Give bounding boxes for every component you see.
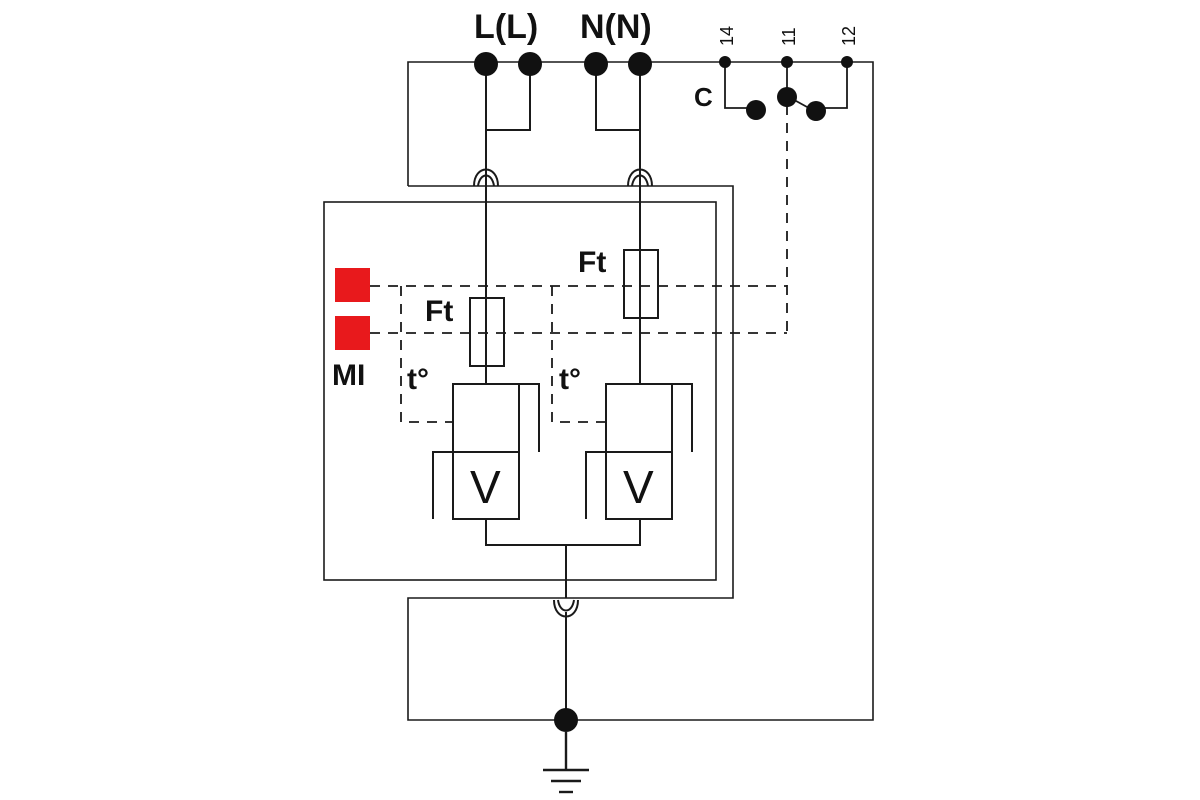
contact-no-dot: [806, 101, 826, 121]
terminal-line-label: L(L): [474, 8, 538, 46]
contact-common-dot: [777, 87, 797, 107]
thermal-linkage-dashed: [352, 105, 788, 423]
terminal-wiring: [485, 64, 641, 168]
ground-terminal-dot: [554, 708, 578, 732]
indicator-label: MI: [332, 359, 365, 392]
internal-wiring: [485, 168, 641, 598]
module-housing: [323, 201, 717, 581]
outer-frame: [407, 61, 874, 721]
contact-11-dot: [781, 56, 793, 68]
contact-14-dot: [719, 56, 731, 68]
varistor-right: [585, 383, 693, 520]
terminal-n1-dot: [584, 52, 608, 76]
thermal-right-label: t°: [559, 363, 581, 396]
fuse-left-label: Ft: [425, 295, 453, 328]
contact-11-label: 11: [779, 27, 799, 46]
terminal-neutral-label: N(N): [580, 8, 652, 46]
terminal-l1-dot: [474, 52, 498, 76]
indicator-square-bottom: [335, 316, 370, 350]
fuse-right-label: Ft: [578, 246, 606, 279]
varistor-left-label: V: [470, 461, 501, 513]
contact-common-label: C: [694, 82, 713, 112]
terminal-l2-dot: [518, 52, 542, 76]
thermal-left-label: t°: [407, 363, 429, 396]
contact-12-label: 12: [839, 26, 859, 46]
indicator-square-top: [335, 268, 370, 302]
ground-icon: [543, 732, 589, 794]
terminal-n2-dot: [628, 52, 652, 76]
contact-nc-dot: [746, 100, 766, 120]
contact-14-label: 14: [717, 26, 737, 46]
varistor-right-label: V: [623, 461, 654, 513]
varistor-left: [432, 383, 540, 520]
contact-12-dot: [841, 56, 853, 68]
